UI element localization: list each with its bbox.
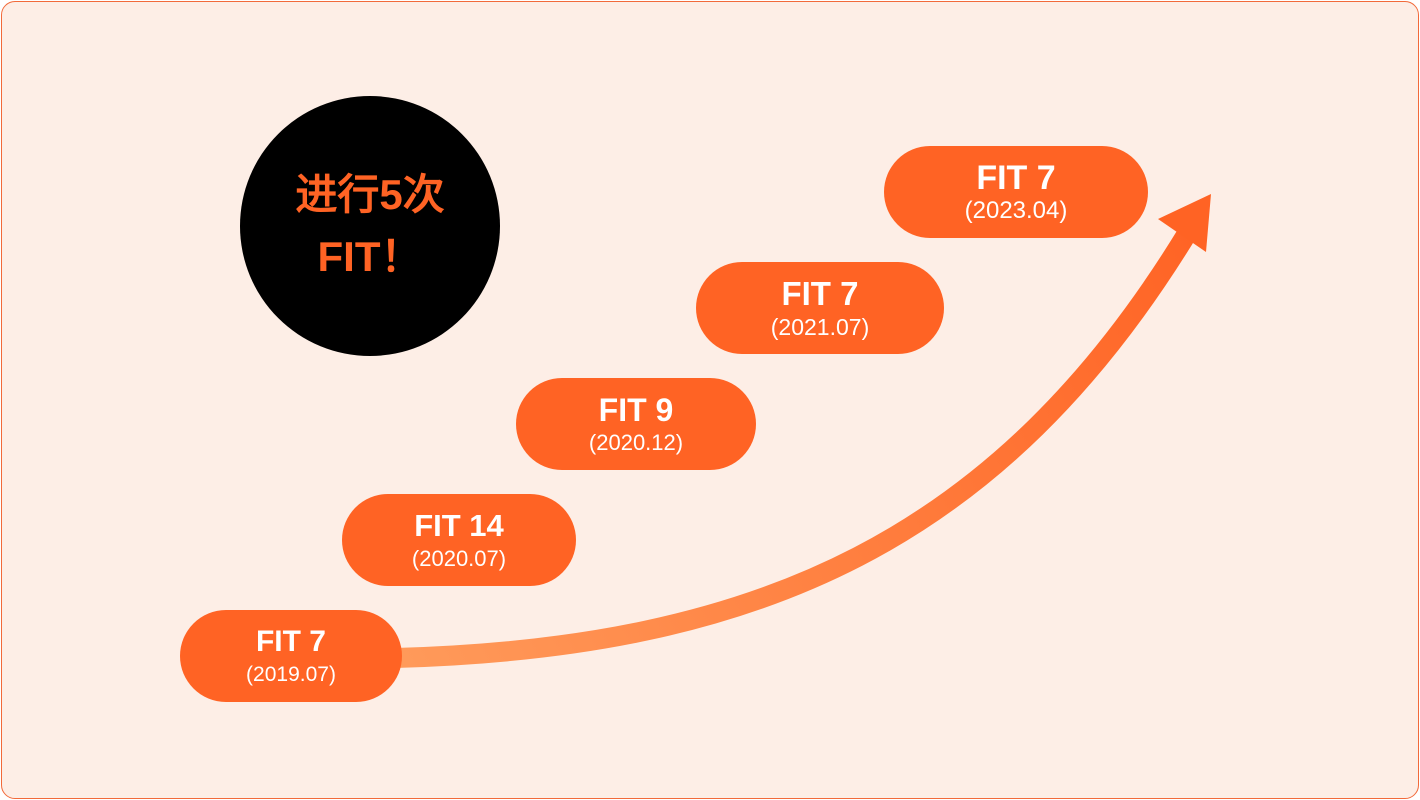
milestone-date: (2020.12) [588,430,684,455]
milestone-title: FIT 7 [255,625,326,658]
milestone-title: FIT 14 [414,508,504,543]
milestone-pill: FIT 7 (2021.07) [696,262,944,354]
milestone-date: (2020.07) [411,546,507,571]
milestone-title: FIT 9 [598,392,674,428]
milestone-pill: FIT 14 (2020.07) [342,494,576,586]
milestone-date: (2023.04) [964,197,1068,224]
milestone-pill: FIT 9 (2020.12) [516,378,756,470]
milestone-date: (2021.07) [770,314,870,340]
badge-line-2: FIT！ [317,233,423,280]
summary-badge: 进行5次 FIT！ [240,96,500,356]
milestone-title: FIT 7 [781,275,859,312]
milestone-title: FIT 7 [976,159,1056,197]
milestone-pill: FIT 7 (2023.04) [884,146,1148,238]
arrow-shaft [394,226,1197,668]
milestone-pill: FIT 7 (2019.07) [180,610,402,702]
badge-line-1: 进行5次 [295,171,445,218]
arrowhead-icon [1158,194,1211,252]
milestone-date: (2019.07) [246,663,336,686]
